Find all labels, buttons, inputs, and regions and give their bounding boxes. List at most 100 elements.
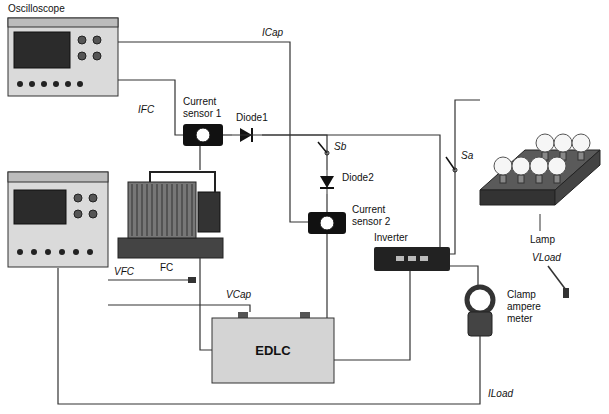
wire [118,80,183,135]
probe-clip [188,277,196,283]
bulb-socket-group [554,175,560,183]
current-sensor [308,212,346,234]
fc-base-group [118,238,223,258]
bulb-socket [536,175,542,183]
input-jack [41,81,47,87]
input-jack-group [45,249,51,255]
inverter-box [374,247,450,271]
indicator-light-group [396,256,404,261]
signal-name: IFC [138,104,154,115]
stack-plate-group [147,184,148,236]
stack-plate [137,184,138,236]
current-sensor-group [308,212,346,234]
device-label-box: Inverter [374,232,408,244]
control-knob [74,210,82,218]
signal-wire [58,268,480,404]
light-bulb [536,134,554,152]
lamp-load: Lamp [480,70,600,210]
device-label-box: Diode1 [236,112,268,124]
switch-lever-group [318,142,327,153]
bulb-socket-group [578,152,584,160]
signal-label-box: ICap [262,27,283,39]
control-knob [78,36,86,44]
light-bulb-group [554,134,572,152]
diode: Diode2 [317,170,337,194]
device-label-box: Oscilloscope [8,3,65,15]
probe-clip [563,288,569,298]
signal-wire-group [58,268,480,404]
control-knob [89,210,97,218]
fc-stack [128,182,196,238]
input-jack-group [53,81,59,87]
device-label: Current sensor 2 [352,204,390,227]
edlc: EDLC [212,318,334,383]
wire [262,135,440,247]
wire [334,271,410,360]
indicator-light [396,256,404,261]
input-jack-group [65,81,71,87]
stack-plate-group [142,184,143,236]
stack-plate-group [137,184,138,236]
input-jack [53,81,59,87]
light-bulb [512,157,530,175]
wire [262,135,327,170]
leader-line-group [540,214,541,231]
bulb-socket [500,175,506,183]
input-jack [59,249,65,255]
device-label: Lamp [530,234,555,245]
device-label: Current sensor 1 [183,96,221,119]
stack-plate-group [167,184,168,236]
control-knob [74,194,82,202]
probe-clip-group [563,288,569,298]
lamp-board-front-group [480,190,555,205]
input-jack [87,249,93,255]
signal-name: ILoad [488,388,513,399]
recorder-screen-group [14,190,66,224]
device-label-box: FC [160,262,173,274]
signal-name: ICap [262,27,283,38]
gas-pipe [150,172,215,192]
current-sensor [183,124,223,146]
lamp-board-front [480,190,555,205]
oscilloscope-body-group [8,18,118,96]
control-knob-group [89,194,97,202]
device-label-box: Current sensor 2 [352,204,404,228]
wire [223,134,232,135]
signal-wire [108,279,188,280]
control-knob [78,52,86,60]
signal-label-box: Sb [334,141,346,153]
clamp-meter: Clamp ampere meter [458,285,502,335]
diode-bar [320,187,334,189]
switch-lever-group [446,157,455,170]
wire [450,266,478,285]
stack-plate [167,184,168,236]
input-jack [73,249,79,255]
signal-label-box: IFC [138,104,154,116]
bulb-socket [554,175,560,183]
recorder-screen [14,190,66,224]
device-label: Diode2 [342,172,374,183]
recorder-body-group [8,172,108,267]
indicator-light [408,256,416,261]
wire [199,146,200,170]
switch-lever [318,142,327,153]
diode-symbol-group [320,176,334,188]
light-bulb [548,157,566,175]
gas-pipe-group [150,172,215,192]
signal-wire-group [108,280,188,281]
leader-line [540,214,541,231]
device-label-box: Current sensor 1 [183,96,231,120]
device-label: FC [160,262,173,273]
input-jack-group [31,249,37,255]
stack-plate-group [162,184,163,236]
signal-name: VLoad [532,252,561,263]
stack-plate-group [157,184,158,236]
input-jack-group [29,81,35,87]
signal-label-box: ILoad [488,388,513,400]
signal-name: Sb [334,141,346,152]
sensor-aperture [196,128,210,142]
signal-wire [108,305,250,312]
stack-plate [142,184,143,236]
fc-base [118,238,223,258]
recorder-body [8,172,108,267]
